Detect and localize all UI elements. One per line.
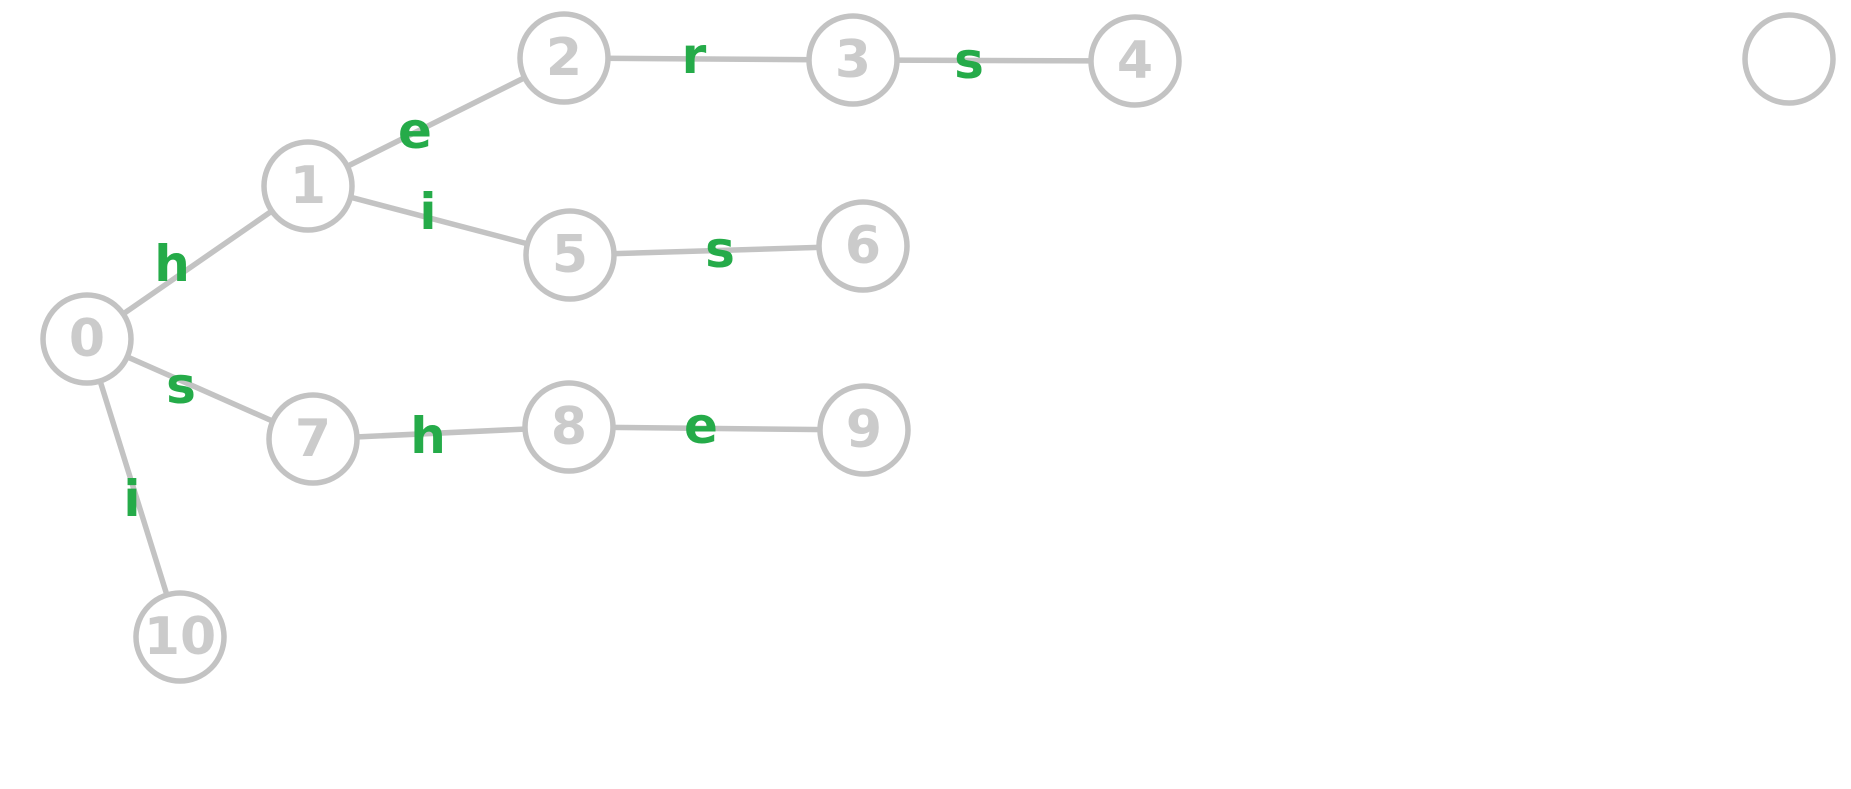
node-number-7: 7 bbox=[295, 409, 331, 469]
node-circle-9 bbox=[817, 383, 911, 477]
edge-label-0-1: h bbox=[154, 235, 190, 293]
edge-label-0-7: s bbox=[166, 357, 196, 415]
trie-node-10: 10 bbox=[133, 590, 227, 684]
trie-node-7: 7 bbox=[266, 392, 360, 486]
edge-label-5-6: s bbox=[705, 221, 735, 279]
edge-line-2-3 bbox=[561, 55, 856, 63]
node-circle-8 bbox=[522, 380, 616, 474]
node-circle-3 bbox=[806, 13, 900, 107]
edge-label-8-9: e bbox=[684, 397, 718, 455]
edge-line-1-2 bbox=[305, 55, 567, 189]
edge-label-1-2: e bbox=[398, 102, 432, 160]
node-number-3: 3 bbox=[835, 30, 871, 90]
node-number-0: 0 bbox=[69, 309, 105, 369]
trie-node-4: 4 bbox=[1088, 14, 1182, 108]
node-number-6: 6 bbox=[845, 216, 881, 276]
edge-label-1-5: i bbox=[419, 183, 436, 241]
trie-node-3: 3 bbox=[806, 13, 900, 107]
node-circle-2 bbox=[517, 11, 611, 105]
trie-node-8: 8 bbox=[522, 380, 616, 474]
node-circle-empty bbox=[1742, 12, 1836, 106]
edge-label-3-4: s bbox=[954, 32, 984, 90]
edge-label-0-10: i bbox=[123, 470, 140, 528]
trie-node-9: 9 bbox=[817, 383, 911, 477]
trie-node-6: 6 bbox=[816, 199, 910, 293]
trie-node-5: 5 bbox=[523, 208, 617, 302]
node-number-4: 4 bbox=[1117, 31, 1153, 91]
node-circle-7 bbox=[266, 392, 360, 486]
nodes-layer: 0 1 2 3 4 5 6 7 8 9 10 bbox=[40, 11, 1836, 684]
edges-layer bbox=[84, 55, 1138, 640]
trie-node-empty bbox=[1742, 12, 1836, 106]
node-number-8: 8 bbox=[551, 397, 587, 457]
node-circle-10 bbox=[133, 590, 227, 684]
node-number-2: 2 bbox=[546, 28, 582, 88]
node-circle-1 bbox=[261, 139, 355, 233]
edge-label-2-3: r bbox=[682, 27, 707, 85]
node-circle-4 bbox=[1088, 14, 1182, 108]
edge-line-3-4 bbox=[850, 57, 1138, 64]
node-number-10: 10 bbox=[144, 607, 216, 667]
edge-line-8-9 bbox=[566, 424, 867, 433]
trie-node-1: 1 bbox=[261, 139, 355, 233]
node-circle-5 bbox=[523, 208, 617, 302]
edge-label-7-8: h bbox=[410, 407, 446, 465]
node-number-9: 9 bbox=[846, 400, 882, 460]
trie-node-0: 0 bbox=[40, 292, 134, 386]
edge-line-0-10 bbox=[84, 336, 183, 640]
edge-line-5-6 bbox=[567, 243, 866, 258]
node-number-1: 1 bbox=[290, 156, 326, 216]
node-circle-6 bbox=[816, 199, 910, 293]
node-circle-0 bbox=[40, 292, 134, 386]
node-number-5: 5 bbox=[552, 225, 588, 285]
trie-node-2: 2 bbox=[517, 11, 611, 105]
